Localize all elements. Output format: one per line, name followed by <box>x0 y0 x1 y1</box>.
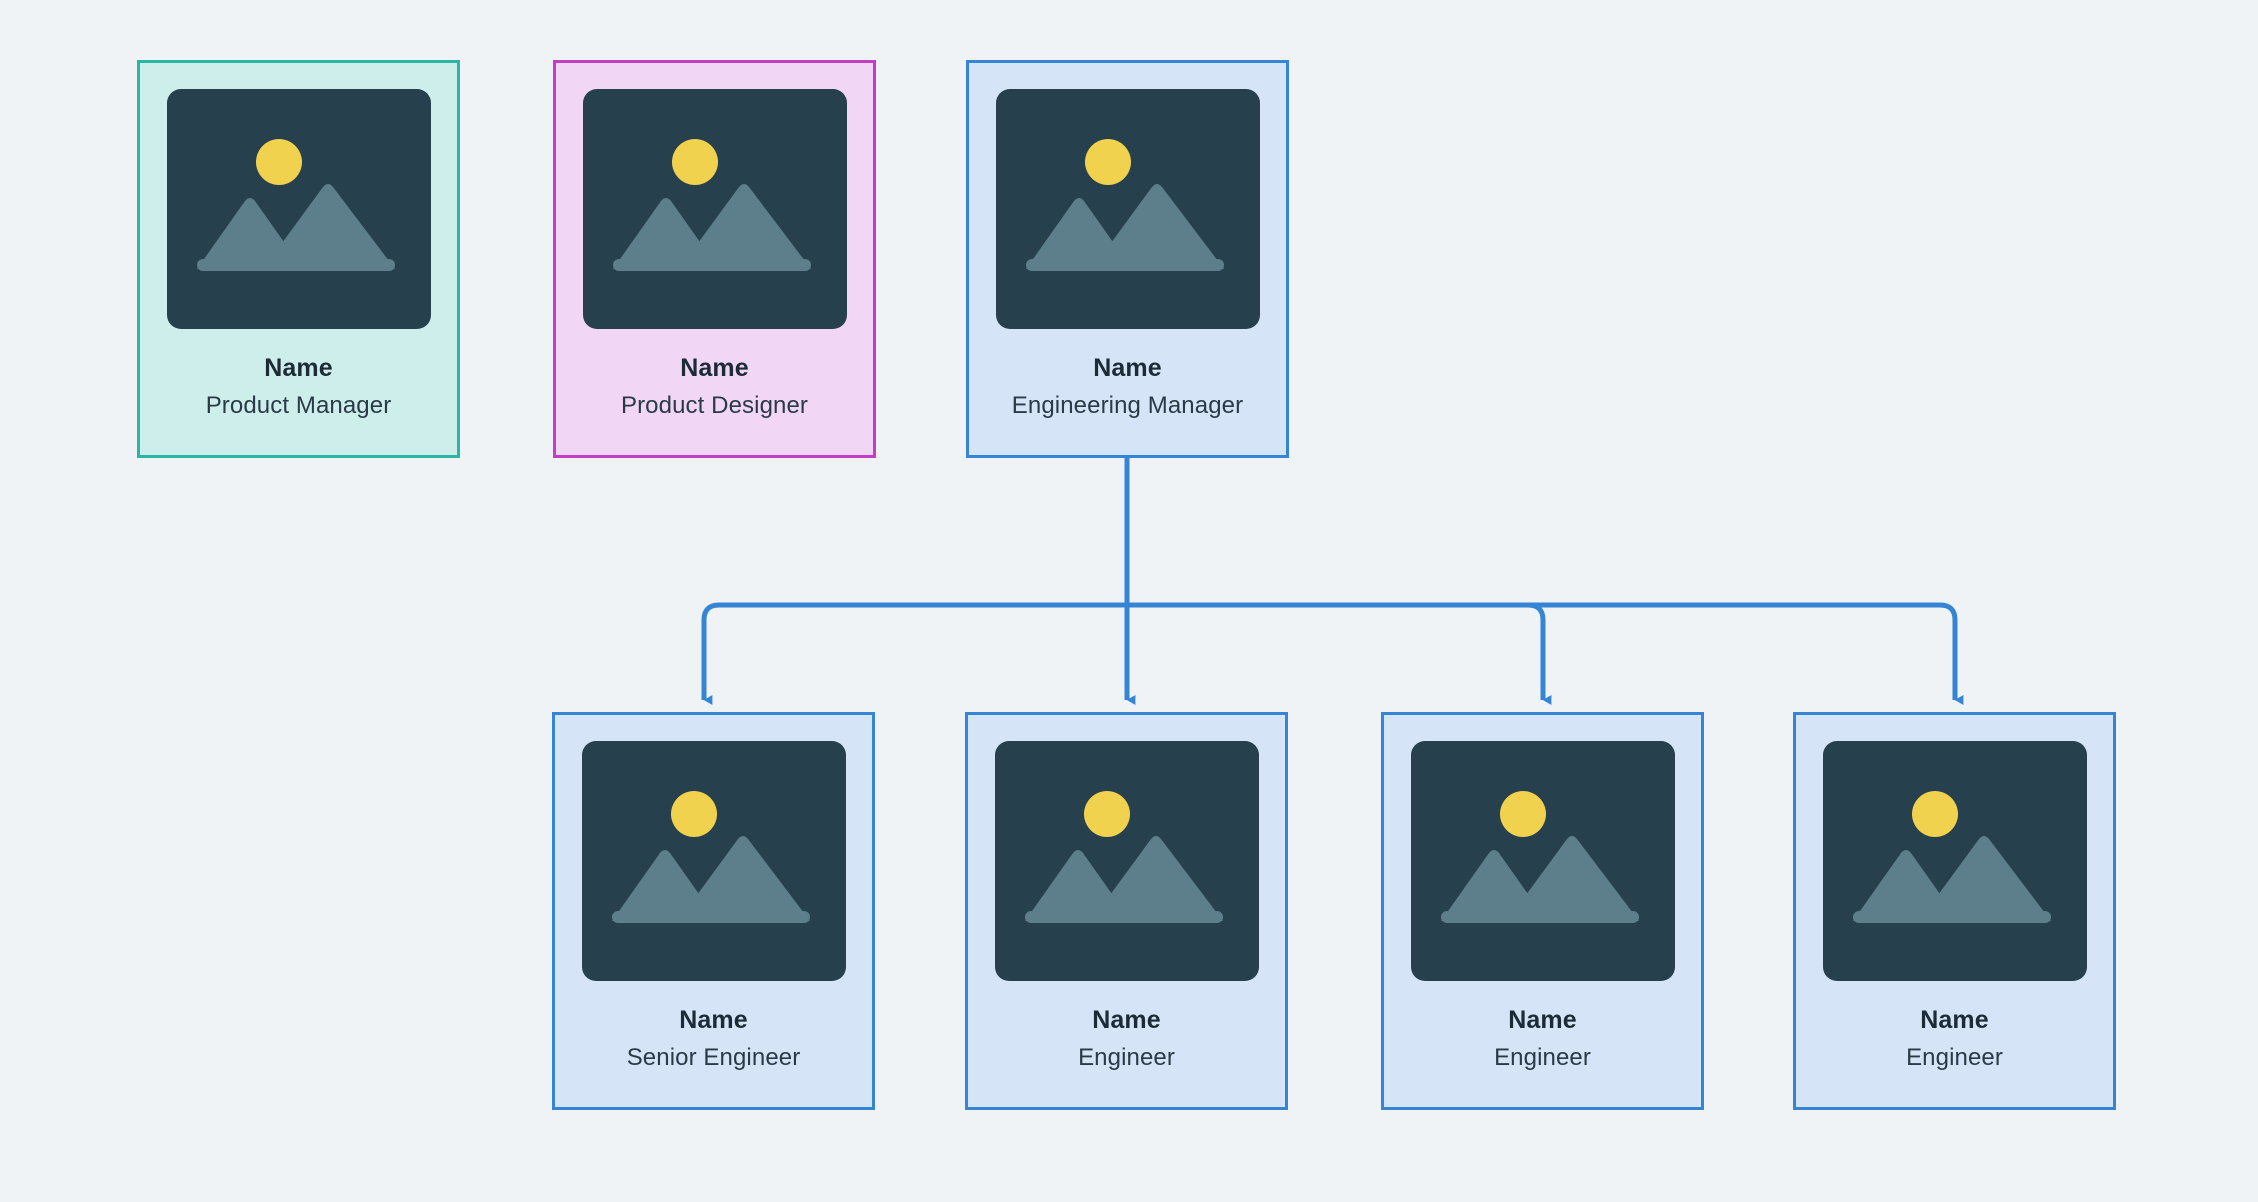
photo-icon-svg <box>611 791 810 923</box>
card-product-designer[interactable]: Name Product Designer <box>553 60 876 458</box>
card-title: Name <box>1092 1006 1161 1034</box>
sun-icon <box>1911 791 1958 837</box>
card-senior-engineer[interactable]: Name Senior Engineer <box>552 712 875 1110</box>
card-title: Name <box>1093 354 1162 382</box>
image-placeholder-icon <box>581 741 846 981</box>
sun-icon <box>1083 791 1130 837</box>
photo-icon-svg <box>612 139 811 271</box>
mountain-base <box>1440 911 1639 923</box>
mountain-large-icon <box>262 184 395 269</box>
connector-to-senior-engineer <box>701 602 1127 705</box>
mountain-base <box>1025 259 1224 271</box>
card-engineering-manager[interactable]: Name Engineering Manager <box>966 60 1289 458</box>
image-placeholder-icon <box>994 741 1259 981</box>
card-title: Name <box>679 1006 748 1034</box>
card-product-manager[interactable]: Name Product Manager <box>137 60 460 458</box>
card-role: Engineer <box>1078 1044 1175 1071</box>
mountain-large-icon <box>677 836 810 921</box>
image-placeholder-icon <box>582 89 847 329</box>
photo-icon-svg <box>1025 139 1224 271</box>
mountain-large-icon <box>1091 184 1224 269</box>
sun-icon <box>1084 139 1131 185</box>
card-role: Senior Engineer <box>626 1044 801 1071</box>
card-engineer-2[interactable]: Name Engineer <box>1381 712 1704 1110</box>
card-role: Product Manager <box>205 392 392 419</box>
mountain-base <box>1852 911 2051 923</box>
mountain-large-icon <box>1090 836 1223 921</box>
sun-icon <box>671 139 718 185</box>
card-role: Engineer <box>1906 1044 2003 1071</box>
mountain-base <box>612 259 811 271</box>
card-title: Name <box>1508 1006 1577 1034</box>
photo-icon-svg <box>1024 791 1223 923</box>
mountain-base <box>611 911 810 923</box>
mountain-large-icon <box>678 184 811 269</box>
card-role: Product Designer <box>620 392 809 419</box>
sun-icon <box>670 791 717 837</box>
mountain-large-icon <box>1918 836 2051 921</box>
card-engineer-1[interactable]: Name Engineer <box>965 712 1288 1110</box>
card-engineer-3[interactable]: Name Engineer <box>1793 712 2116 1110</box>
photo-icon-svg <box>1440 791 1639 923</box>
photo-icon-svg <box>1852 791 2051 923</box>
sun-icon <box>255 139 302 185</box>
image-placeholder-icon <box>166 89 431 329</box>
sun-icon <box>1499 791 1546 837</box>
card-title: Name <box>1920 1006 1989 1034</box>
mountain-base <box>196 259 395 271</box>
photo-icon-svg <box>196 139 395 271</box>
connector-to-engineer-2 <box>1127 602 1552 705</box>
connector-to-engineer-3 <box>1127 602 1964 705</box>
card-role: Engineering Manager <box>1011 392 1244 419</box>
image-placeholder-icon <box>995 89 1260 329</box>
card-title: Name <box>264 354 333 382</box>
card-role: Engineer <box>1494 1044 1591 1071</box>
image-placeholder-icon <box>1410 741 1675 981</box>
mountain-base <box>1024 911 1223 923</box>
card-title: Name <box>680 354 749 382</box>
image-placeholder-icon <box>1822 741 2087 981</box>
mountain-large-icon <box>1506 836 1639 921</box>
